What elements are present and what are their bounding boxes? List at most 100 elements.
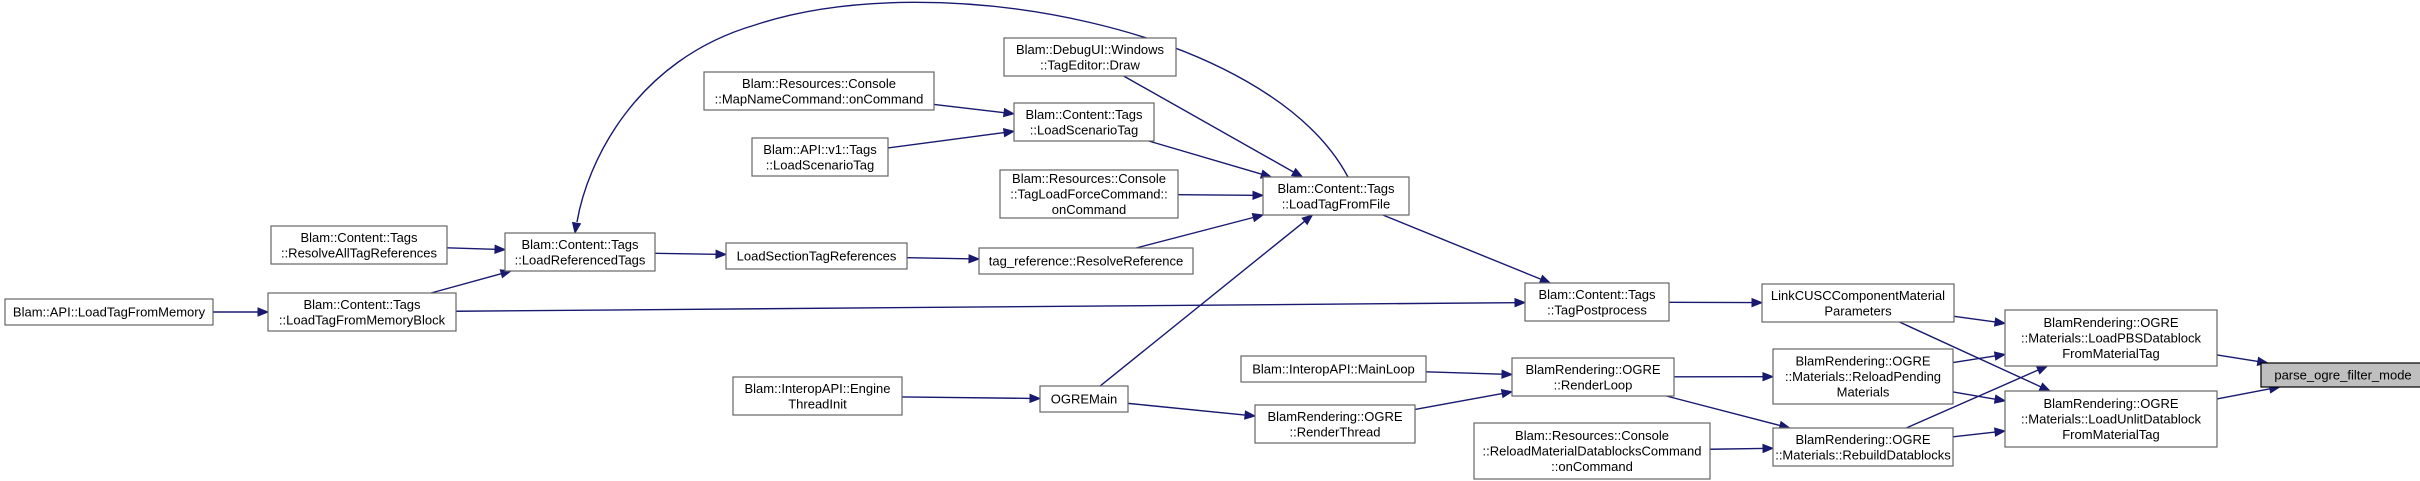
edge-line bbox=[1709, 447, 1764, 450]
node-label: Blam::Content::Tags bbox=[521, 237, 639, 252]
node-pbs[interactable]: BlamRendering::OGRE::Materials::LoadPBSD… bbox=[2004, 309, 2218, 367]
node-label: ::RenderLoop bbox=[1554, 377, 1633, 392]
arrowhead bbox=[1252, 190, 1265, 201]
node-label: tag_reference::ResolveReference bbox=[989, 254, 1183, 269]
node-loadsection[interactable]: LoadSectionTagReferences bbox=[725, 242, 908, 270]
node-label: BlamRendering::OGRE bbox=[2043, 315, 2178, 330]
node-box bbox=[1524, 282, 1670, 322]
edge-line bbox=[933, 103, 1005, 114]
node-label: BlamRendering::OGRE bbox=[2043, 396, 2178, 411]
node-label: ::Materials::LoadUnlitDatablock bbox=[2021, 412, 2201, 427]
arrowhead bbox=[1514, 297, 1527, 308]
arrowhead bbox=[1244, 410, 1257, 420]
node-box bbox=[504, 232, 656, 272]
node-box bbox=[1039, 385, 1129, 413]
edge-line bbox=[430, 272, 502, 294]
node-reloadcmd[interactable]: Blam::Resources::Console::ReloadMaterial… bbox=[1473, 422, 1711, 480]
node-tagloadforce[interactable]: Blam::Resources::Console::TagLoadForceCo… bbox=[999, 169, 1179, 219]
edge-reloadpending-to-pbs bbox=[1952, 351, 2007, 364]
arrowhead bbox=[1993, 394, 2007, 404]
node-root[interactable]: parse_ogre_filter_mode bbox=[2260, 362, 2420, 388]
node-label: Blam::DebugUI::Windows bbox=[1016, 42, 1165, 57]
node-label: Blam::Resources::Console bbox=[742, 76, 896, 91]
node-resolveall[interactable]: Blam::Content::Tags::ResolveAllTagRefere… bbox=[270, 225, 448, 265]
node-box bbox=[1761, 283, 1955, 323]
node-label: ::TagPostprocess bbox=[1547, 302, 1647, 317]
arrowhead bbox=[1029, 393, 1042, 404]
edge-loadfrommemblock-to-loadreferenced bbox=[430, 269, 513, 294]
arrowhead bbox=[571, 221, 582, 235]
edge-renderthread-to-renderloop bbox=[1414, 388, 1514, 411]
edge-apiloadscenario-to-loadscenario bbox=[887, 127, 1016, 149]
node-label: Blam::Content::Tags bbox=[300, 230, 418, 245]
arrowhead bbox=[2035, 365, 2049, 375]
node-tagrefresolve[interactable]: tag_reference::ResolveReference bbox=[978, 247, 1194, 275]
node-renderloop[interactable]: BlamRendering::OGRE::RenderLoop bbox=[1511, 357, 1675, 397]
node-label: ::Materials::RebuildDatablocks bbox=[1775, 447, 1951, 462]
edge-line bbox=[1148, 140, 1262, 175]
node-label: BlamRendering::OGRE bbox=[1795, 354, 1930, 369]
node-loadtagfromfile[interactable]: Blam::Content::Tags::LoadTagFromFile bbox=[1262, 176, 1410, 216]
edge-line bbox=[1952, 391, 1996, 400]
node-box bbox=[1003, 37, 1177, 77]
node-rebuild[interactable]: BlamRendering::OGRE::Materials::RebuildD… bbox=[1772, 427, 1954, 467]
node-box bbox=[703, 71, 935, 111]
node-label: Blam::Resources::Console bbox=[1012, 171, 1166, 186]
node-loadscenario[interactable]: Blam::Content::Tags::LoadScenarioTag bbox=[1013, 102, 1155, 142]
edge-enginethread-to-ogremain bbox=[901, 393, 1042, 404]
node-reloadpending[interactable]: BlamRendering::OGRE::Materials::ReloadPe… bbox=[1772, 348, 1954, 405]
node-label: FromMaterialTag bbox=[2062, 346, 2160, 361]
arrowhead bbox=[968, 254, 981, 264]
nodes-layer: parse_ogre_filter_modeBlamRendering::OGR… bbox=[4, 37, 2420, 480]
node-apiloadfrommem[interactable]: Blam::API::LoadTagFromMemory bbox=[4, 298, 214, 326]
node-label: LoadSectionTagReferences bbox=[737, 249, 897, 264]
node-box bbox=[2004, 390, 2218, 448]
node-box bbox=[978, 247, 1194, 275]
node-box bbox=[1262, 176, 1410, 216]
node-box bbox=[2004, 309, 2218, 367]
arrowhead bbox=[1762, 443, 1775, 454]
node-apiloadscenario[interactable]: Blam::API::v1::Tags::LoadScenarioTag bbox=[751, 137, 889, 177]
node-label: LinkCUSCComponentMaterial bbox=[1771, 288, 1945, 303]
node-mainloop[interactable]: Blam::InteropAPI::MainLoop bbox=[1240, 355, 1427, 383]
edge-line bbox=[1414, 392, 1503, 411]
arrowhead bbox=[1538, 274, 1552, 284]
arrowhead bbox=[1993, 351, 2007, 361]
node-label: OGREMain bbox=[1051, 392, 1117, 407]
node-loadreferenced[interactable]: Blam::Content::Tags::LoadReferencedTags bbox=[504, 232, 656, 272]
edge-line bbox=[906, 256, 970, 260]
node-renderthread[interactable]: BlamRendering::OGRE::RenderThread bbox=[1254, 404, 1416, 444]
node-box bbox=[725, 242, 908, 270]
node-debugui[interactable]: Blam::DebugUI::Windows::TagEditor::Draw bbox=[1003, 37, 1177, 77]
node-label: ::LoadReferencedTags bbox=[515, 252, 646, 267]
edge-line bbox=[654, 252, 717, 255]
node-label: Blam::API::LoadTagFromMemory bbox=[13, 305, 206, 320]
node-box bbox=[1772, 427, 1954, 467]
node-tagpost[interactable]: Blam::Content::Tags::TagPostprocess bbox=[1524, 282, 1670, 322]
edge-rebuild-to-unlit bbox=[1952, 427, 2007, 438]
node-box bbox=[2260, 362, 2420, 388]
node-label: ::MapNameCommand::onCommand bbox=[715, 91, 924, 106]
node-ogremain[interactable]: OGREMain bbox=[1039, 385, 1129, 413]
node-label: Materials bbox=[1837, 385, 1890, 400]
node-loadfrommemblock[interactable]: Blam::Content::Tags::LoadTagFromMemoryBl… bbox=[267, 292, 457, 332]
edge-line bbox=[1425, 371, 1503, 375]
edge-renderloop-to-reloadpending bbox=[1673, 371, 1775, 382]
edge-line bbox=[1127, 402, 1246, 416]
arrowhead bbox=[1290, 167, 1304, 178]
node-box bbox=[1013, 102, 1155, 142]
node-label: Blam::Resources::Console bbox=[1515, 428, 1669, 443]
edge-line bbox=[1099, 220, 1306, 387]
node-unlit[interactable]: BlamRendering::OGRE::Materials::LoadUnli… bbox=[2004, 390, 2218, 448]
node-box bbox=[732, 376, 903, 416]
edge-debugui-to-loadtagfromfile bbox=[1123, 75, 1304, 178]
arrowhead bbox=[1501, 369, 1514, 379]
edge-loadreferenced-to-loadsection bbox=[654, 249, 728, 260]
edge-resolveall-to-loadreferenced bbox=[446, 244, 507, 255]
node-mapname[interactable]: Blam::Resources::Console::MapNameCommand… bbox=[703, 71, 935, 111]
edge-line bbox=[1177, 194, 1254, 197]
edge-loadscenario-to-loadtagfromfile bbox=[1148, 140, 1273, 179]
edge-ogremain-to-loadtagfromfile bbox=[1099, 214, 1314, 387]
